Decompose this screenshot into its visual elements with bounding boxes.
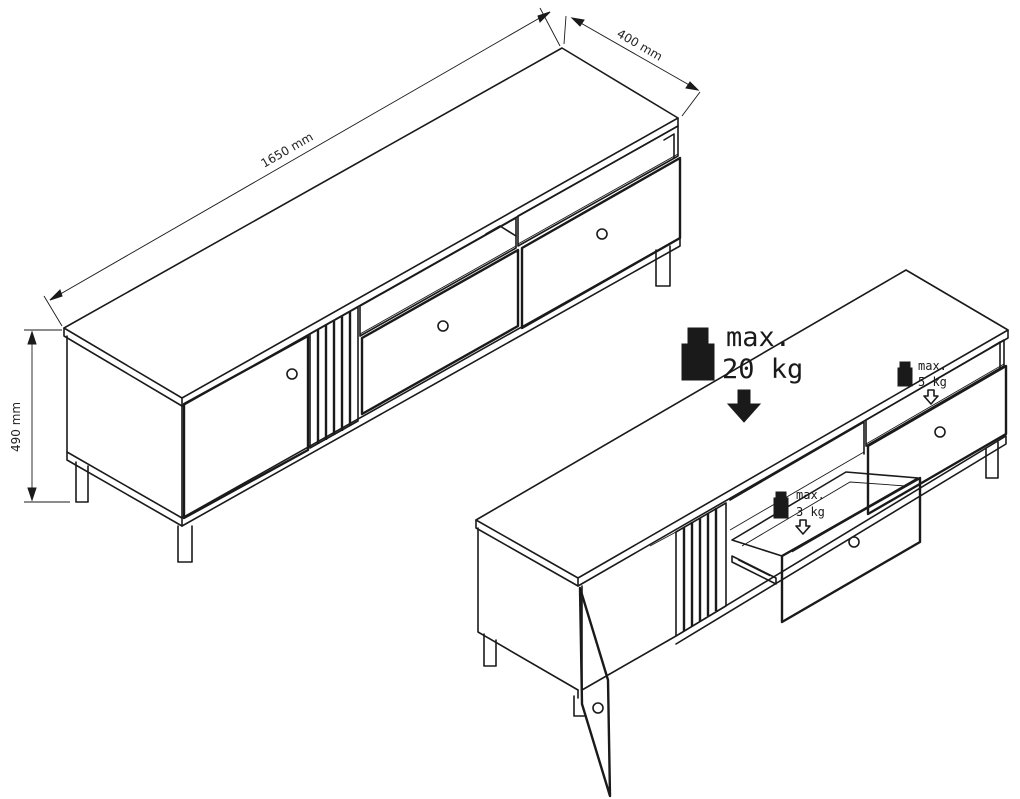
weight-icon	[897, 361, 913, 387]
shelf-load-max-label: max.	[918, 359, 947, 373]
cabinet-left-side-panel	[477, 527, 579, 691]
cabinet-base-rail	[181, 237, 681, 527]
door-knob	[286, 368, 298, 380]
cabinet-leg	[985, 441, 999, 479]
cabinet-left-door-open	[578, 586, 612, 798]
cabinet-top-surface	[63, 47, 679, 399]
cabinet-top-front-edge	[63, 117, 679, 407]
cabinet-open-view	[475, 269, 1009, 798]
pulled-out-drawer	[731, 471, 922, 624]
depth-dimension-line	[563, 15, 701, 117]
right-open-shelf	[517, 125, 679, 247]
door-knob	[592, 702, 604, 714]
drawer-knob	[934, 426, 946, 438]
cabinet-leg	[75, 461, 89, 503]
height-dimension-label: 490 mm	[9, 402, 23, 452]
width-dimension-line	[43, 7, 561, 327]
right-drawer-front	[520, 156, 682, 330]
cabinet-leg	[483, 633, 497, 667]
drawer-load-indicator: max. 3 kg	[773, 488, 825, 535]
right-drawer-front	[866, 364, 1008, 516]
drawer-load-weight-label: 3 kg	[796, 505, 825, 519]
cabinet-left-side-panel	[66, 335, 183, 519]
middle-open-shelf	[359, 217, 517, 337]
top-load-weight-label: 20 kg	[722, 354, 803, 385]
top-load-max-label: max.	[726, 322, 791, 353]
slatted-panel	[675, 502, 727, 637]
middle-drawer-front-open	[780, 476, 922, 624]
top-load-indicator: max. 20 kg	[681, 322, 803, 423]
drawer-knob	[596, 228, 608, 240]
weight-icon	[681, 327, 715, 381]
cabinet-leg	[655, 245, 671, 287]
cabinet-left-door	[182, 334, 310, 520]
shelf-load-indicator: max. 5 kg	[897, 359, 947, 405]
down-arrow-icon	[795, 519, 811, 535]
down-arrow-icon	[923, 389, 939, 405]
slatted-panel	[309, 306, 359, 449]
height-dimension-line	[24, 329, 70, 503]
cabinet-closed-view: 1650 mm 400 mm 490 mm	[9, 7, 701, 563]
drawer-knob	[437, 320, 449, 332]
drawer-load-max-label: max.	[796, 488, 825, 502]
cabinet-leg	[177, 525, 193, 563]
width-dimension-label: 1650 mm	[259, 130, 316, 171]
cabinet-base-rail	[675, 435, 1007, 645]
cabinet-leg	[573, 695, 585, 717]
middle-drawer-front	[360, 248, 520, 416]
shelf-load-weight-label: 5 kg	[918, 375, 947, 389]
down-arrow-icon	[726, 389, 762, 423]
weight-icon	[773, 491, 789, 519]
depth-dimension-label: 400 mm	[615, 26, 665, 63]
